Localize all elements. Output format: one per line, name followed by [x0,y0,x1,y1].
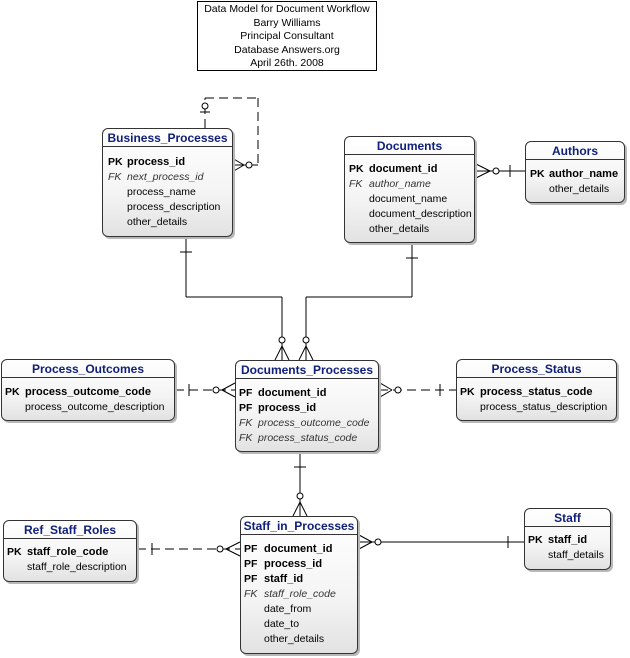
key-marker: PK [7,546,22,558]
entity-title: Ref_Staff_Roles [23,523,117,537]
attribute-name: process_description [127,201,221,213]
key-marker: FK [349,178,363,190]
attribute-name: author_name [549,168,619,180]
entity-ref-staff-roles[interactable]: Ref_Staff_Roles PK staff_role_code staff… [3,520,137,582]
attribute-name: document_id [258,387,327,399]
attribute-name: staff_details [548,549,604,561]
entity-documents[interactable]: Documents PK document_id FK author_name … [344,136,475,243]
entity-process-status[interactable]: Process_Status PK process_status_code pr… [456,359,617,421]
attribute-name: process_status_description [480,401,608,413]
attribute-name: next_process_id [127,171,204,183]
attribute-name: process_outcome_code [25,386,151,398]
entity-staff[interactable]: Staff PK staff_id staff_details [524,508,611,570]
rel-documents-documents-processes [298,243,418,361]
attribute-name: author_name [369,178,431,190]
attribute-name: process_id [127,156,186,168]
title-line-4: Database Answers.org [234,43,340,56]
key-marker: PK [528,534,543,546]
attribute-name: process_name [127,186,196,198]
attribute-name: document_name [369,193,448,205]
key-marker: FK [108,171,122,183]
key-marker: PK [460,386,475,398]
attribute-name: other_details [369,223,430,235]
attribute-name: process_outcome_description [25,401,165,413]
attribute-name: staff_role_description [27,561,127,573]
attribute-name: process_id [258,402,317,414]
rel-process-outcomes-documents-processes [175,382,236,398]
key-marker: PK [108,156,123,168]
key-marker: FK [239,417,253,429]
entity-title: Process_Outcomes [31,362,145,376]
title-line-1: Data Model for Document Workflow [204,3,370,15]
title-line-3: Principal Consultant [240,30,334,42]
attribute-name: process_id [264,558,323,570]
attribute-name: document_description [369,208,472,220]
entity-process-outcomes[interactable]: Process_Outcomes PK process_outcome_code… [1,359,175,421]
attribute-name: date_to [264,618,300,630]
attribute-name: process_status_code [258,432,358,444]
key-marker: FK [239,432,253,444]
entity-title: Documents [376,139,443,153]
entity-title: Business_Processes [107,131,228,145]
attribute-name: staff_role_code [264,588,336,600]
attribute-name: other_details [264,633,325,645]
key-marker: PF [244,573,258,585]
attribute-name: process_outcome_code [258,417,370,429]
key-marker: FK [244,588,258,600]
entity-documents-processes[interactable]: Documents_Processes PF document_id PF pr… [235,360,379,452]
entity-title: Staff_in_Processes [243,519,355,533]
key-marker: PF [244,558,258,570]
entity-title: Staff [554,511,581,525]
attribute-name: process_status_code [480,386,593,398]
key-marker: PK [5,386,20,398]
diagram-title-block: Data Model for Document Workflow Barry W… [197,1,377,71]
rel-business-processes-self [200,97,259,173]
title-line-5: April 26th. 2008 [250,57,324,69]
entity-business-processes[interactable]: Business_Processes PK process_id FK next… [102,128,233,237]
attribute-name: date_from [264,603,312,615]
key-marker: PF [239,387,253,399]
attribute-name: document_id [264,543,333,555]
rel-staff-staff-in-processes [358,534,524,550]
entity-staff-in-processes[interactable]: Staff_in_Processes PF document_id PF pro… [240,516,358,654]
rel-process-status-documents-processes [379,382,456,398]
key-marker: PF [239,402,253,414]
attribute-name: other_details [549,183,610,195]
entity-title: Authors [552,144,598,158]
entity-authors[interactable]: Authors PK author_name other_details [525,141,625,203]
rel-ref-staff-roles-staff-in-processes [137,541,241,557]
entity-title: Process_Status [491,362,582,376]
attribute-name: staff_id [264,573,304,585]
key-marker: PK [530,168,545,180]
title-line-2: Barry Williams [253,16,321,29]
entity-title: Documents_Processes [240,363,374,377]
rel-business-processes-documents-processes [180,237,290,361]
rel-documents-processes-staff-in-processes [292,452,308,517]
attribute-name: document_id [369,163,438,175]
rel-authors-documents [475,163,525,179]
key-marker: PK [349,163,364,175]
attribute-name: other_details [127,216,188,228]
attribute-name: staff_role_code [27,546,109,558]
key-marker: PF [244,543,258,555]
attribute-name: staff_id [548,534,588,546]
